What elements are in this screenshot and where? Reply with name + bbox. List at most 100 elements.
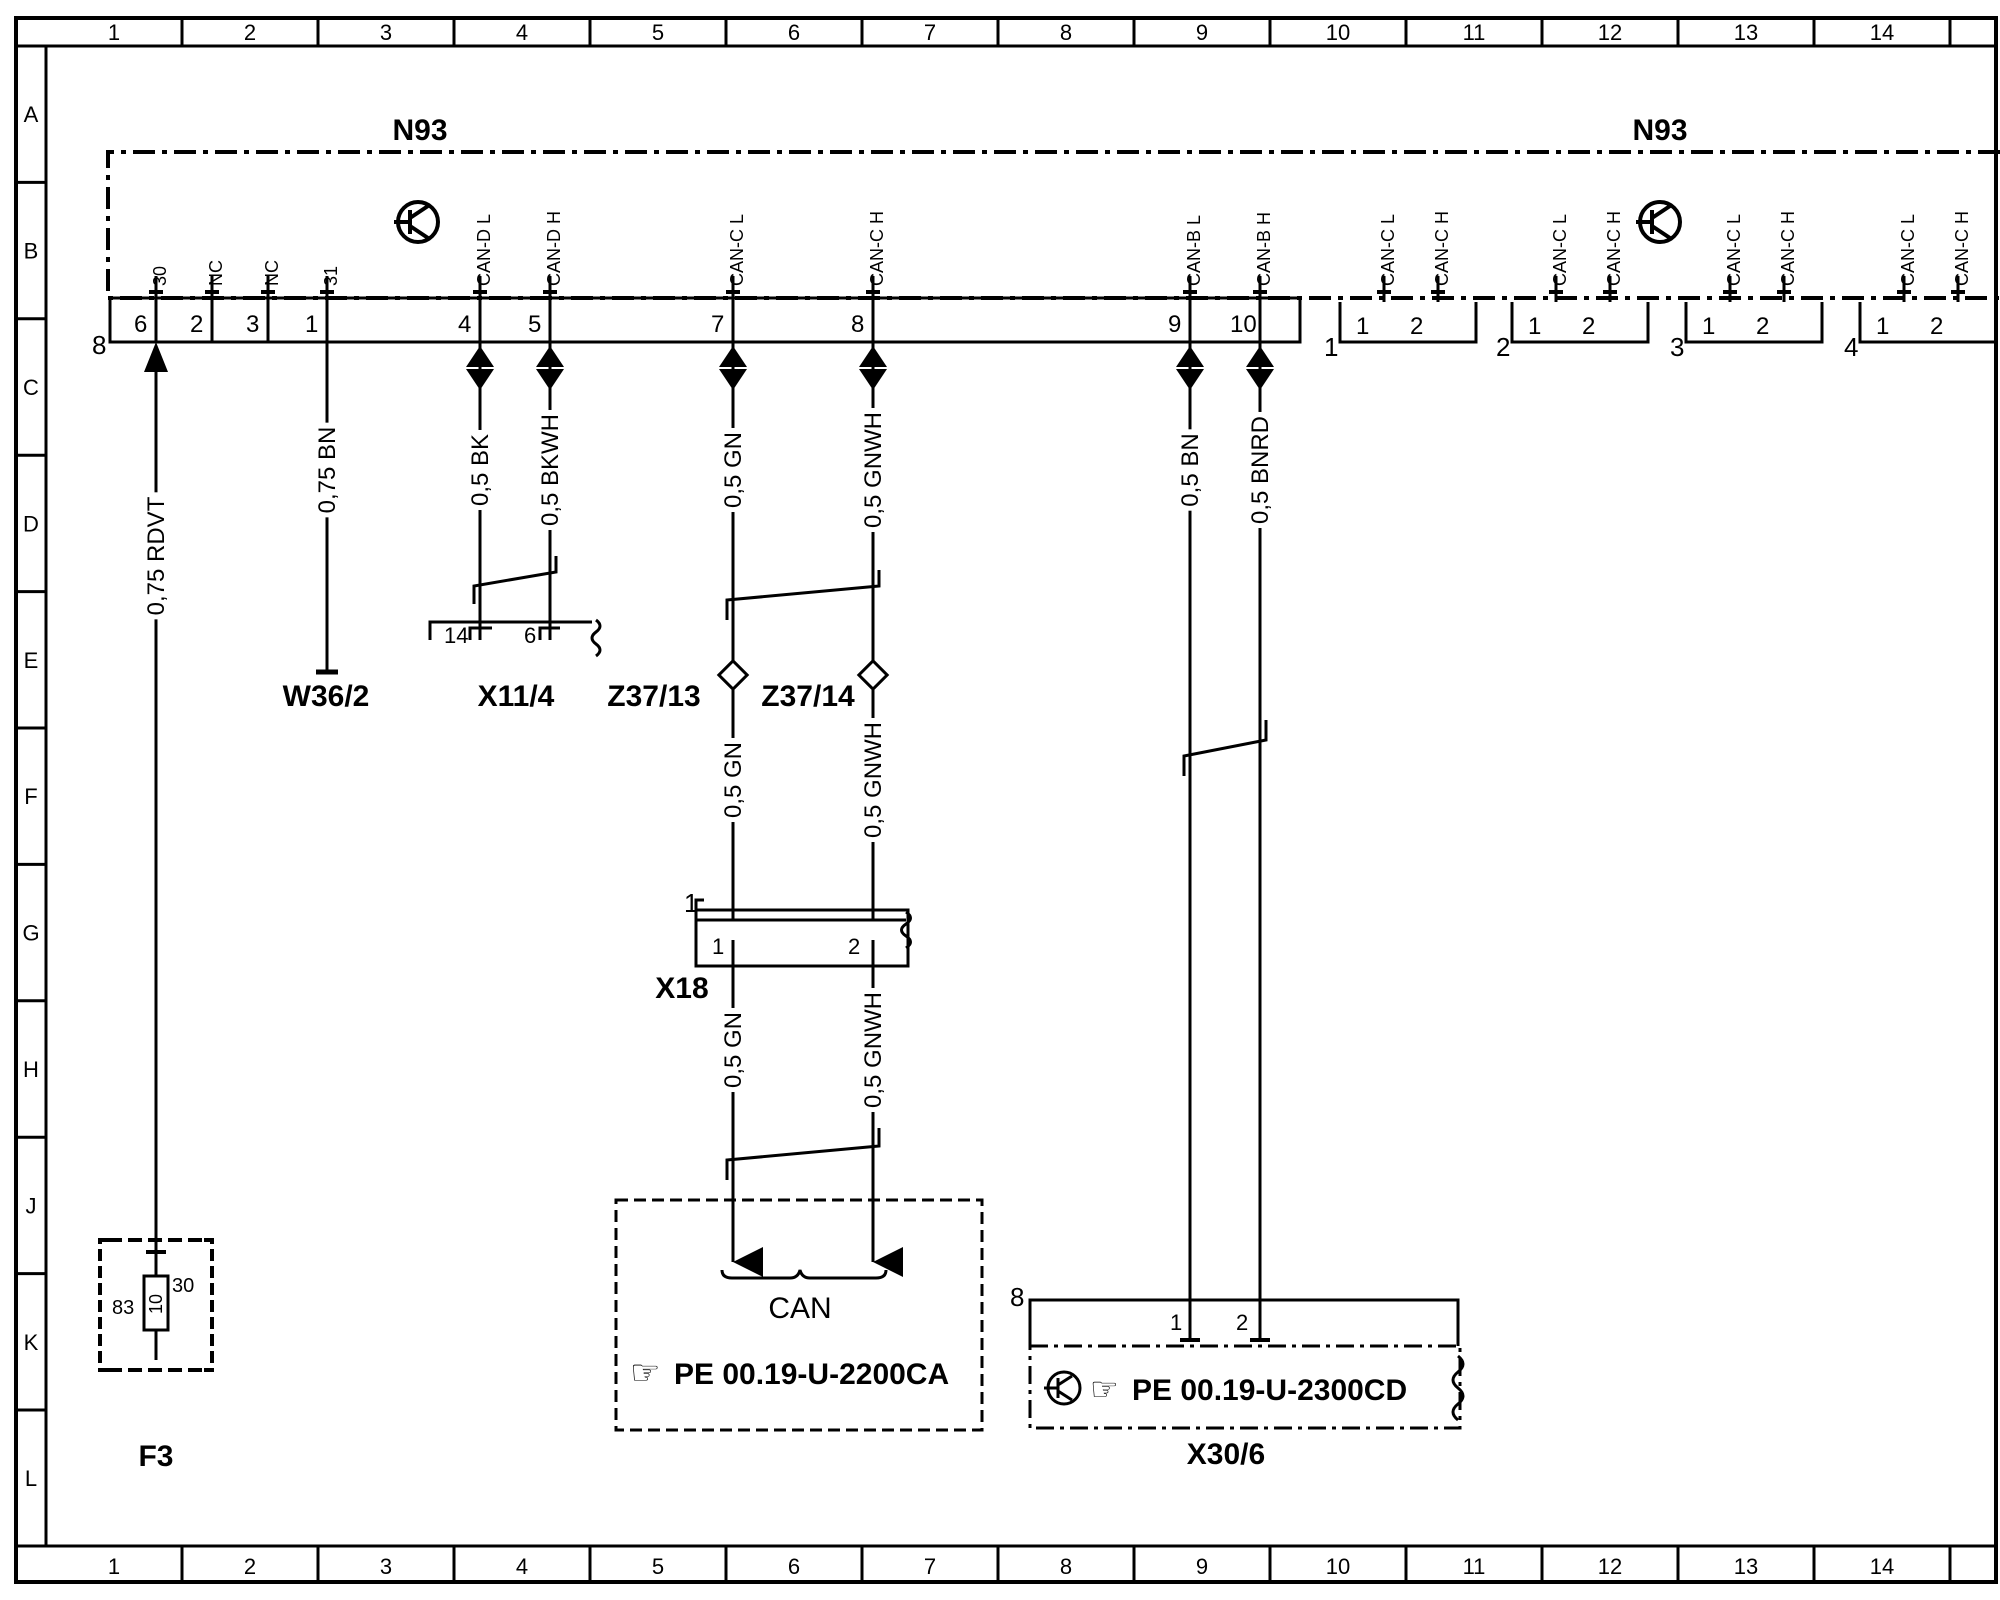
column-label: 3 — [380, 20, 392, 45]
column-label: 9 — [1196, 1554, 1208, 1579]
n93-sub-pin-number: 1 — [1702, 313, 1715, 340]
z37-splices: Z37/13 Z37/14 — [607, 658, 890, 713]
z37-14-splice-icon — [856, 658, 890, 692]
n93-pin-number: 1 — [305, 311, 318, 338]
n93-pin-signal: NC — [206, 260, 226, 286]
row-label: J — [26, 1193, 37, 1218]
row-label: F — [24, 784, 37, 809]
x11-4-connector: 14 6 X11/4 — [428, 618, 602, 713]
n93-pin: 131 — [305, 266, 341, 342]
wire-label-gap — [718, 737, 749, 823]
column-label: 8 — [1060, 20, 1072, 45]
row-label: K — [24, 1330, 39, 1355]
x11-4-pin-b: 6 — [524, 623, 536, 648]
wire-label-bnrd: 0,5 BNRD — [1247, 416, 1274, 524]
row-label: B — [24, 239, 39, 264]
can-box-label: CAN — [768, 1292, 831, 1325]
x30-6-num: 8 — [1010, 1282, 1024, 1312]
x11-4-break-icon — [590, 618, 602, 658]
bidirectional-connector-icon — [1246, 342, 1274, 392]
wire-labels: 0,75 RDVT 0,75 BN 0,5 BK 0,5 BKWH 0,5 GN… — [141, 407, 1276, 1113]
x18-break-icon — [900, 910, 912, 950]
column-label: 8 — [1060, 1554, 1072, 1579]
n93-sub-connector-num: 3 — [1670, 332, 1684, 362]
bidirectional-connector-icon — [719, 342, 747, 392]
n93-sub-pin-number: 1 — [1528, 313, 1541, 340]
n93-pin-number: 3 — [246, 311, 259, 338]
x30-6-pin-2: 2 — [1236, 1310, 1248, 1335]
z37-14-label: Z37/14 — [761, 680, 855, 713]
column-label: 11 — [1463, 20, 1486, 45]
wire-label-rdvt: 0,75 RDVT — [143, 496, 170, 615]
z37-13-splice-icon — [716, 658, 750, 692]
n93-sub-pin-signal: CAN-C L — [1898, 214, 1918, 286]
x30-6-connector: 8 1 2 ☞ PE 00.19-U-2300CD X30/6 — [1010, 1282, 1465, 1471]
n93-sub-pin-signal: CAN-C L — [1378, 214, 1398, 286]
f3-label: F3 — [138, 1440, 173, 1473]
n93-pin-signal: CAN-B H — [1254, 212, 1274, 286]
n93-pin-number: 2 — [190, 311, 203, 338]
n93-pin-signal: CAN-C H — [867, 211, 887, 286]
twisted-pair-markers — [472, 556, 1268, 1180]
connector-diamonds — [144, 342, 1274, 392]
wire-label-gap — [1175, 429, 1206, 511]
wire-label-gn3: 0,5 GN — [720, 1012, 747, 1088]
n93-pin: 2NC — [190, 260, 226, 342]
wire-label-gap — [718, 1007, 749, 1093]
wire-label-bk: 0,5 BK — [467, 434, 494, 506]
column-label: 2 — [244, 20, 256, 45]
can-hand-icon: ☞ — [630, 1354, 660, 1392]
bidirectional-connector-icon — [466, 342, 494, 392]
wire-label-gap — [718, 427, 749, 513]
wire-label-gap — [858, 717, 889, 843]
column-label: 3 — [380, 1554, 392, 1579]
f3-fuse-body-icon — [142, 1274, 170, 1332]
wire-label-bn: 0,5 BN — [1177, 433, 1204, 506]
row-label: E — [24, 648, 39, 673]
x11-4-label: X11/4 — [478, 680, 555, 713]
column-label: 6 — [788, 1554, 800, 1579]
column-label: 1 — [108, 20, 120, 45]
n93-pin-number: 6 — [134, 311, 147, 338]
column-label: 10 — [1326, 20, 1350, 45]
wire-label-gn: 0,5 GN — [720, 432, 747, 508]
n93-sub-connector-num: 4 — [1844, 332, 1858, 362]
n93-sub-pin-signal: CAN-C H — [1952, 211, 1972, 286]
x18-pin-2: 2 — [848, 934, 860, 959]
ground-symbol-icon-right — [1636, 200, 1682, 244]
can-box-ref[interactable]: PE 00.19-U-2200CA — [674, 1358, 949, 1391]
n93-sub-pin-signal: CAN-C L — [1724, 214, 1744, 286]
n93-sub-pin-signal: CAN-C H — [1604, 211, 1624, 286]
n93-title-left: N93 — [392, 114, 447, 147]
x30-hand-icon: ☞ — [1090, 1371, 1119, 1407]
wire-label-gap — [465, 429, 496, 511]
n93-pin-signal: NC — [262, 260, 282, 286]
bidirectional-connector-icon — [536, 342, 564, 392]
row-label: H — [23, 1057, 39, 1082]
n93-connector-8-num: 8 — [92, 330, 106, 360]
z37-13-label: Z37/13 — [607, 680, 700, 713]
n93-pin-number: 9 — [1168, 311, 1181, 338]
n93-title-right: N93 — [1632, 114, 1687, 147]
column-label: 14 — [1870, 1554, 1894, 1579]
n93-pin-number: 4 — [458, 311, 471, 338]
x18-label: X18 — [655, 972, 708, 1005]
f3-left-num: 83 — [112, 1297, 134, 1319]
n93-pin-number: 10 — [1230, 311, 1257, 338]
x30-box-ref[interactable]: PE 00.19-U-2300CD — [1132, 1374, 1407, 1407]
n93-pin-signal: CAN-D H — [544, 211, 564, 286]
column-label: 12 — [1598, 20, 1622, 45]
n93-pin-number: 7 — [711, 311, 724, 338]
column-label: 6 — [788, 20, 800, 45]
n93-boundary — [106, 150, 2000, 300]
column-label: 5 — [652, 1554, 664, 1579]
f3-right-num: 30 — [172, 1275, 194, 1297]
